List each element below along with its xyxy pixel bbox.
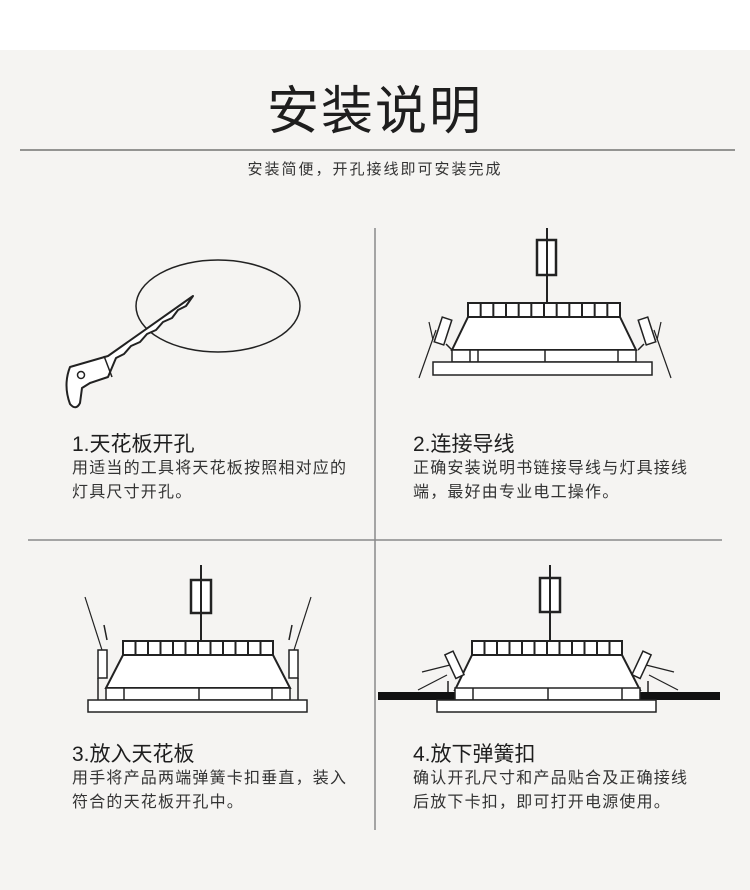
- spring-clip-left-vertical: [84, 596, 108, 700]
- step-title: 1.天花板开孔: [72, 433, 195, 456]
- step-1: 1.天花板开孔 用适当的工具将天花板按照相对应的 灯具尺寸开孔。: [72, 433, 372, 505]
- step-description-line: 符合的天花板开孔中。: [72, 794, 245, 811]
- page-subtitle: 安装简便，开孔接线即可安装完成: [247, 161, 503, 178]
- step-description: 正确安装说明书链接导线与灯具接线 端，最好由专业电工操作。: [413, 457, 713, 505]
- step-title: 4.放下弹簧扣: [413, 743, 536, 766]
- step-title: 3.放入天花板: [72, 743, 195, 766]
- spring-clip-right-vertical: [288, 596, 312, 700]
- page-title: 安装说明: [266, 83, 483, 141]
- step1-illustration: [65, 259, 301, 409]
- step-description: 用适当的工具将天花板按照相对应的 灯具尺寸开孔。: [72, 457, 372, 505]
- step-description-line: 端，最好由专业电工操作。: [413, 484, 620, 501]
- trim-ring-plate: [432, 361, 653, 376]
- spring-clip-left-released: [417, 650, 466, 692]
- step-description-line: 用适当的工具将天花板按照相对应的: [72, 460, 348, 477]
- step-description-line: 用手将产品两端弹簧卡扣垂直，装入: [72, 770, 348, 787]
- trim-ring-plate: [87, 699, 308, 713]
- knife-guard-line: [103, 355, 113, 378]
- downlight-body: [450, 316, 638, 351]
- downlight-lower-band: [451, 349, 637, 363]
- step-description: 确认开孔尺寸和产品贴合及正确接线 后放下卡扣，即可打开电源使用。: [413, 767, 713, 815]
- step-title: 2.连接导线: [413, 433, 515, 456]
- downlight-lower-band: [105, 687, 291, 701]
- saw-knife-icon: [65, 295, 194, 409]
- step-description-line: 正确安装说明书链接导线与灯具接线: [413, 460, 689, 477]
- step-description: 用手将产品两端弹簧卡扣垂直，装入 符合的天花板开孔中。: [72, 767, 372, 815]
- spring-clip-right: [637, 316, 672, 379]
- step-2: 2.连接导线 正确安装说明书链接导线与灯具接线 端，最好由专业电工操作。: [413, 433, 713, 505]
- step-description-line: 灯具尺寸开孔。: [72, 484, 193, 501]
- step-description-line: 后放下卡扣，即可打开电源使用。: [413, 794, 672, 811]
- knife-handle-rivet: [76, 370, 86, 380]
- trim-ring-plate: [436, 699, 657, 713]
- spring-clip-left: [418, 316, 453, 379]
- ceiling-hole-outline: [135, 259, 301, 353]
- step-description-line: 确认开孔尺寸和产品贴合及正确接线: [413, 770, 689, 787]
- step-3: 3.放入天花板 用手将产品两端弹簧卡扣垂直，装入 符合的天花板开孔中。: [72, 743, 372, 815]
- step-4: 4.放下弹簧扣 确认开孔尺寸和产品贴合及正确接线 后放下卡扣，即可打开电源使用。: [413, 743, 713, 815]
- step4-illustration: [378, 565, 720, 713]
- downlight-body: [104, 654, 292, 689]
- step3-illustration: [84, 565, 312, 713]
- led-strip-segments: [483, 641, 611, 655]
- spring-clip-right-released: [630, 650, 679, 692]
- led-strip-segments: [479, 303, 609, 317]
- led-strip-segments: [134, 641, 262, 655]
- downlight-body: [453, 654, 642, 691]
- step2-illustration: [418, 228, 672, 379]
